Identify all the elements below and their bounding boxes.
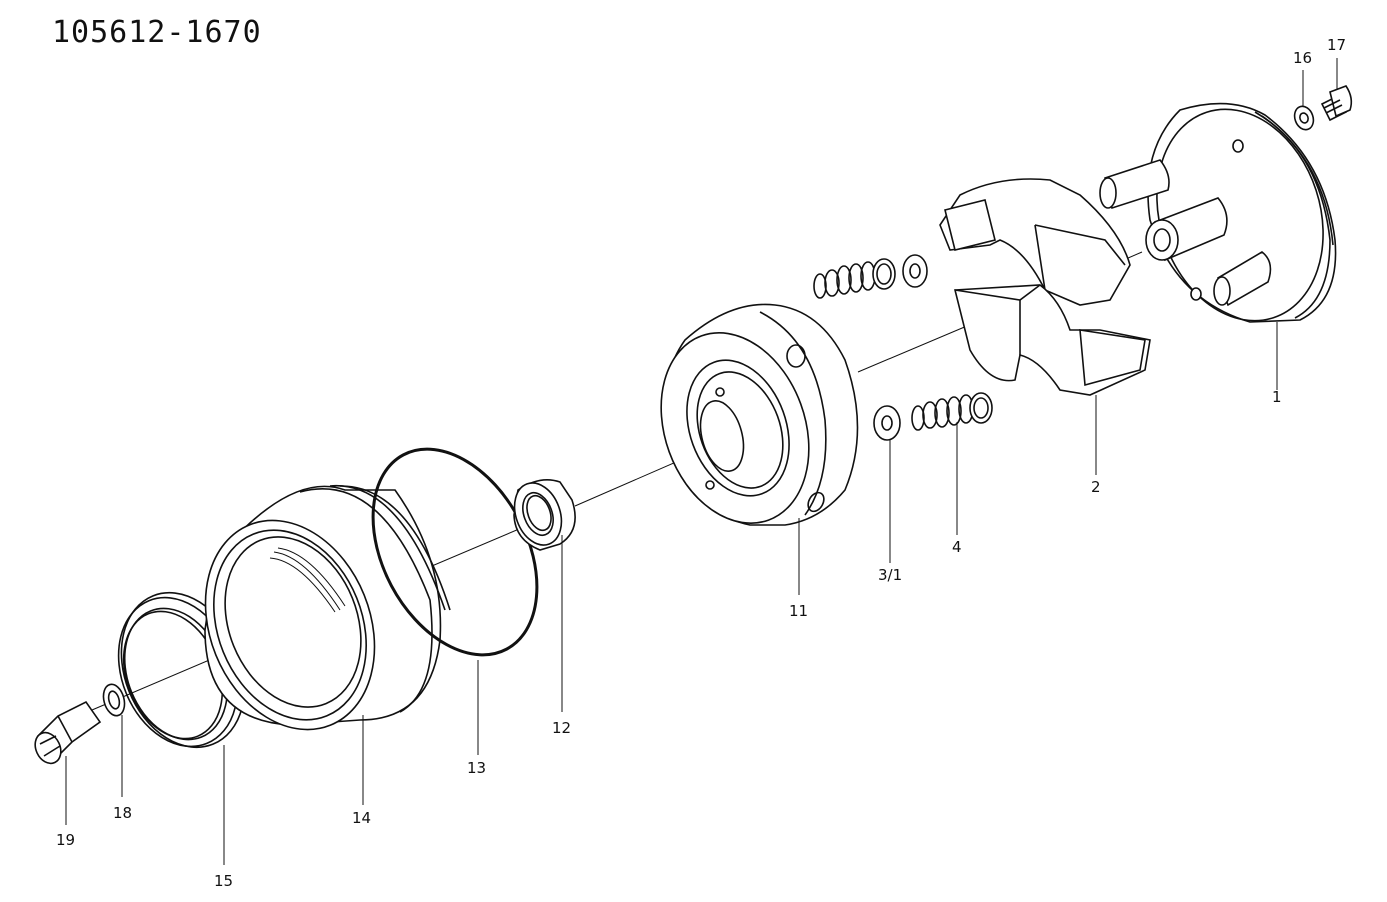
- part-16-washer: [1293, 105, 1315, 131]
- part-1-drive-flange: [1099, 102, 1337, 323]
- part-2-flyweight-lower: [953, 284, 1151, 396]
- callout-19: 19: [56, 831, 75, 849]
- leader-lines: [65, 58, 1338, 865]
- part-2-flyweight-upper: [939, 178, 1131, 306]
- part-4-spring-upper: [813, 258, 896, 299]
- callout-12: 12: [552, 719, 571, 737]
- part-14-sleeve: [204, 485, 451, 731]
- callout-15: 15: [214, 872, 233, 890]
- part-3-1-shim-upper: [902, 254, 928, 288]
- callout-3-1: 3/1: [878, 566, 902, 584]
- callout-1: 1: [1272, 388, 1282, 406]
- part-3-1-shim: [873, 405, 901, 441]
- part-11-hub: [660, 303, 859, 526]
- callout-11: 11: [789, 602, 808, 620]
- callout-16: 16: [1293, 49, 1312, 67]
- drawing-part-number: 105612-1670: [52, 15, 262, 50]
- callout-18: 18: [113, 804, 132, 822]
- callout-14: 14: [352, 809, 371, 827]
- part-18-washer: [102, 683, 126, 717]
- callout-17: 17: [1327, 36, 1346, 54]
- assembly-axis: [91, 251, 1143, 711]
- part-19-plug-screw: [34, 700, 102, 765]
- callout-13: 13: [467, 759, 486, 777]
- callout-4: 4: [952, 538, 962, 556]
- part-17-bolt: [1320, 85, 1353, 122]
- part-12-oil-seal: [513, 479, 576, 551]
- callout-2: 2: [1091, 478, 1101, 496]
- part-4-spring-lower: [911, 392, 993, 431]
